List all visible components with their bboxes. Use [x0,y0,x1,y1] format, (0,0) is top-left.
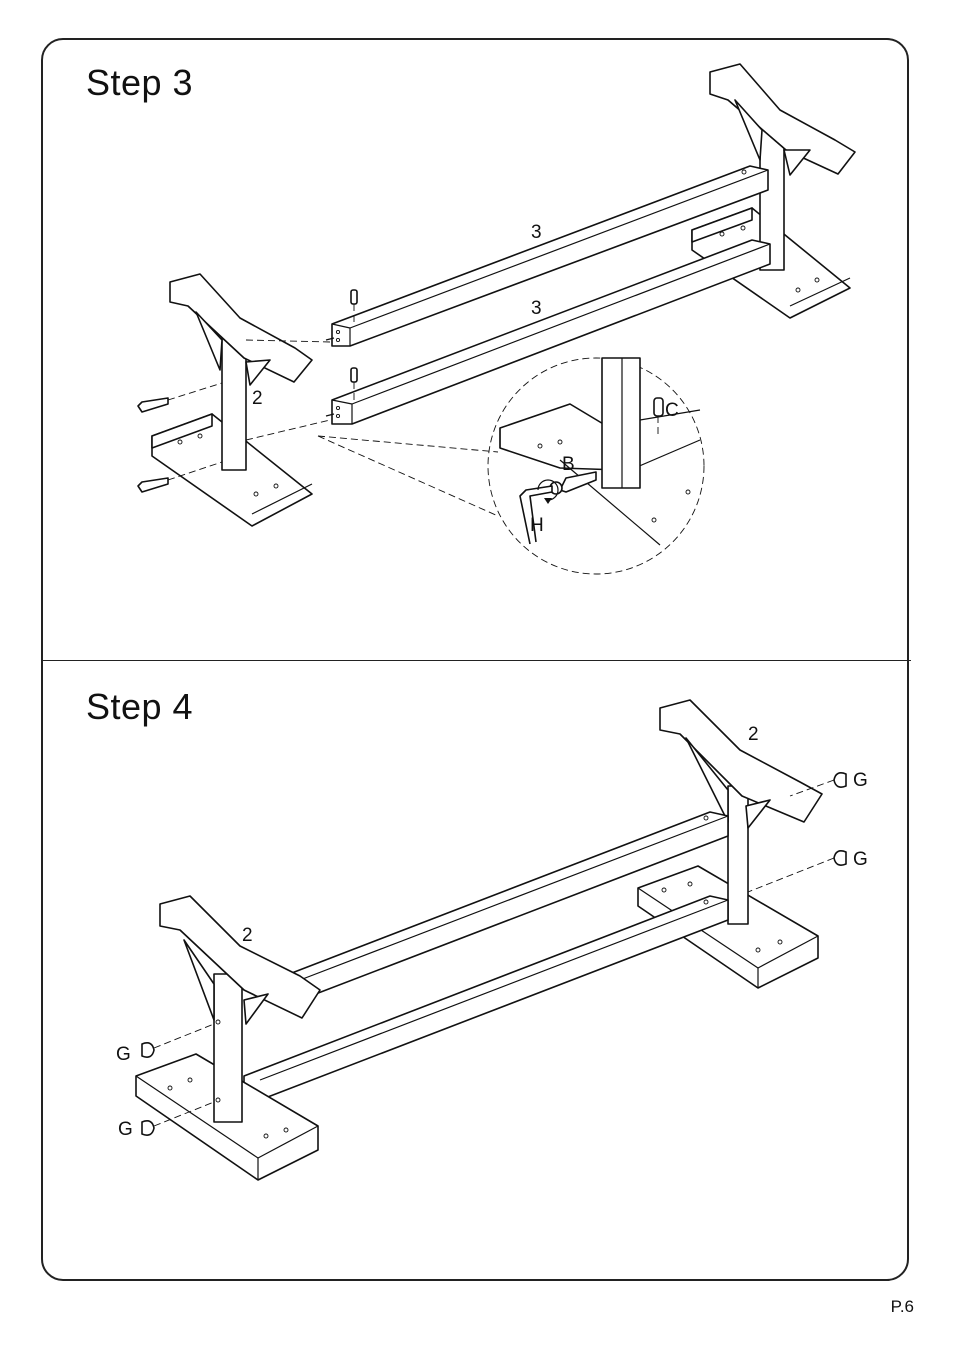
step3-front-leg [152,274,312,526]
label-rail-bottom: 3 [531,298,542,319]
label-wrench-h: H [530,515,544,536]
step-4-diagram: 2 2 G G G G [116,700,868,1180]
step4-front-leg [136,896,320,1180]
step4-rails [244,812,728,1100]
label-glide-1: G [853,770,868,791]
label-glide-4: G [118,1119,133,1140]
label-leg-front: 2 [242,925,253,946]
step-3-diagram: 3 3 2 B C H [138,64,855,574]
label-glide-2: G [853,849,868,870]
label-rail-top: 3 [531,222,542,243]
label-glide-3: G [116,1044,131,1065]
label-screw-b: B [562,454,575,475]
label-nut-c: C [665,400,679,421]
label-leg: 2 [252,388,263,409]
label-leg-back: 2 [748,724,759,745]
